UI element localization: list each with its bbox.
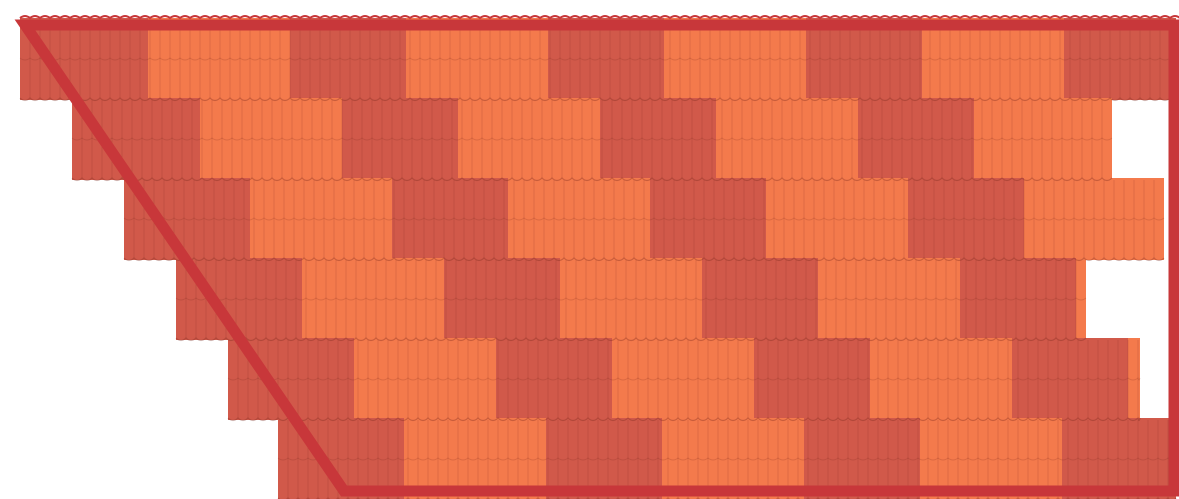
tile-block-light	[458, 98, 600, 180]
tile-block-dark	[754, 338, 870, 420]
tile-block-light	[302, 258, 444, 340]
tile-block-dark	[444, 258, 560, 340]
tile-block-light	[716, 98, 858, 180]
tile-block-dark	[600, 98, 716, 180]
tile-block-dark	[496, 338, 612, 420]
tile-block-light	[508, 178, 650, 260]
tile-block-dark	[650, 178, 766, 260]
tile-block-dark	[392, 178, 508, 260]
tile-block-light	[250, 178, 392, 260]
tile-block-light	[354, 338, 496, 420]
tile-block-light	[560, 258, 702, 340]
tile-block-dark	[858, 98, 974, 180]
roof-top-edge	[20, 16, 1179, 18]
tile-block-light	[612, 338, 754, 420]
tile-block-light	[766, 178, 908, 260]
tile-block-light	[818, 258, 960, 340]
tile-block-light	[870, 338, 1012, 420]
tile-block-dark	[702, 258, 818, 340]
